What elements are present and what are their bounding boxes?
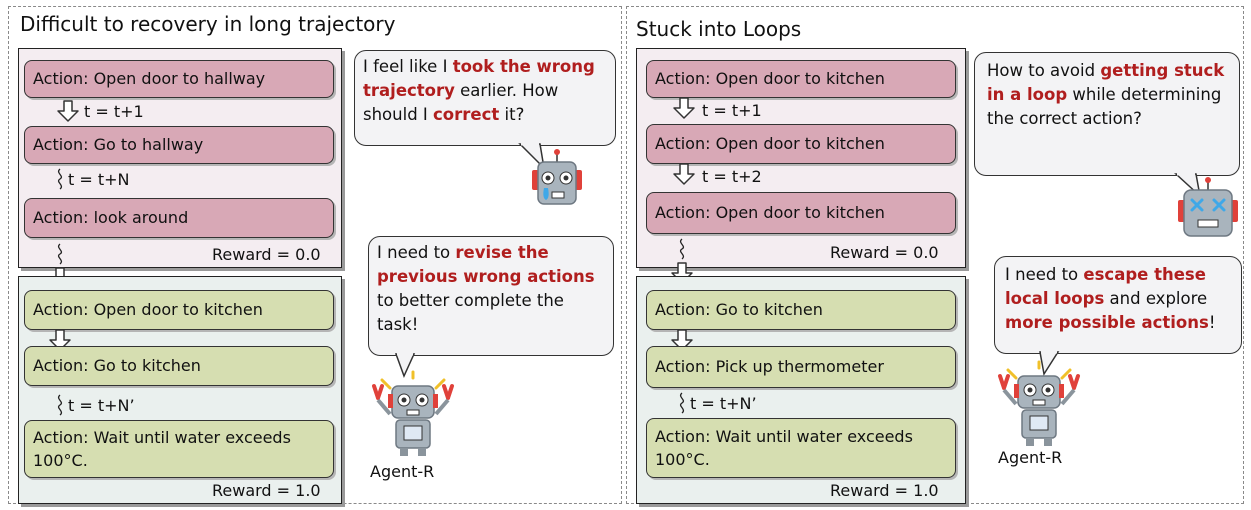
down-arrow-icon bbox=[673, 97, 695, 119]
squiggle-icon bbox=[57, 394, 63, 416]
down-arrow-icon bbox=[673, 163, 695, 185]
left-question-bubble: I feel like I took the wrong trajectory … bbox=[354, 50, 616, 146]
bubble-highlight: revise the previous wrong actions bbox=[377, 243, 595, 286]
right-step-label-3: t = t+N’ bbox=[690, 394, 757, 413]
squiggle-icon bbox=[679, 238, 685, 260]
left-bad-action-2: Action: Go to hallway bbox=[24, 126, 334, 164]
left-good-action-1: Action: Open door to kitchen bbox=[24, 290, 334, 330]
squiggle-icon bbox=[57, 243, 63, 265]
bubble-text: earlier. How should I bbox=[363, 80, 559, 124]
down-arrow-icon bbox=[57, 100, 79, 122]
bubble-text: I feel like I bbox=[363, 57, 453, 76]
bubble-text: ! bbox=[1208, 312, 1216, 332]
right-question-bubble: How to avoid getting stuck in a loop whi… bbox=[974, 52, 1240, 176]
left-bad-reward: Reward = 0.0 bbox=[212, 245, 321, 264]
right-good-action-3: Action: Wait until water exceeds 100°C. bbox=[646, 418, 956, 478]
bubble-text: while determining the correct action? bbox=[987, 84, 1222, 128]
bubble-highlight: correct bbox=[433, 104, 500, 124]
left-panel-title: Difficult to recovery in long trajectory bbox=[20, 12, 396, 36]
right-step-label-2: t = t+2 bbox=[702, 167, 762, 186]
bubble-text: I need to bbox=[1005, 265, 1084, 284]
left-step-label-2: t = t+N bbox=[68, 170, 130, 189]
bubble-text: and explore bbox=[1104, 288, 1208, 308]
right-answer-bubble: I need to escape these local loops and e… bbox=[994, 256, 1242, 354]
left-step-label-1: t = t+1 bbox=[84, 102, 144, 121]
right-bad-action-1: Action: Open door to kitchen bbox=[646, 60, 956, 98]
left-good-reward: Reward = 1.0 bbox=[212, 481, 321, 500]
left-bad-action-1: Action: Open door to hallway bbox=[24, 60, 334, 98]
bubble-tail bbox=[518, 142, 546, 171]
right-bad-action-2: Action: Open door to kitchen bbox=[646, 124, 956, 164]
agent-robot-icon bbox=[998, 360, 1080, 446]
right-step-label-1: t = t+1 bbox=[702, 101, 762, 120]
right-good-action-2: Action: Pick up thermometer bbox=[646, 346, 956, 388]
right-good-reward: Reward = 1.0 bbox=[830, 481, 939, 500]
agent-r-label: Agent-R bbox=[370, 462, 435, 481]
crying-robot-icon bbox=[532, 149, 582, 205]
right-bad-reward: Reward = 0.0 bbox=[830, 243, 939, 262]
bubble-text: I need to bbox=[377, 243, 456, 262]
bubble-highlight: escape these local loops bbox=[1005, 265, 1206, 308]
dizzy-robot-icon bbox=[1178, 177, 1238, 237]
bubble-tail bbox=[394, 352, 416, 378]
bubble-text: it? bbox=[499, 104, 525, 124]
right-bad-action-3: Action: Open door to kitchen bbox=[646, 192, 956, 234]
bubble-tail bbox=[1039, 350, 1060, 377]
squiggle-icon bbox=[679, 392, 685, 414]
left-bad-action-3: Action: look around bbox=[24, 198, 334, 238]
bubble-text: How to avoid bbox=[987, 61, 1101, 80]
left-step-label-3: t = t+N’ bbox=[68, 396, 135, 415]
left-good-action-3: Action: Wait until water exceeds 100°C. bbox=[24, 420, 334, 478]
bubble-highlight: took the wrong trajectory bbox=[363, 57, 595, 100]
bubble-text: to better complete the task! bbox=[377, 290, 564, 334]
left-answer-bubble: I need to revise the previous wrong acti… bbox=[368, 236, 614, 356]
squiggle-icon bbox=[57, 168, 63, 190]
bubble-highlight: getting stuck in a loop bbox=[987, 61, 1225, 104]
agent-robot-icon bbox=[372, 370, 454, 456]
left-good-action-2: Action: Go to kitchen bbox=[24, 346, 334, 386]
right-good-action-1: Action: Go to kitchen bbox=[646, 290, 956, 330]
bubble-highlight: more possible actions bbox=[1005, 312, 1209, 332]
agent-r-label: Agent-R bbox=[998, 448, 1063, 467]
right-panel-title: Stuck into Loops bbox=[636, 17, 802, 41]
